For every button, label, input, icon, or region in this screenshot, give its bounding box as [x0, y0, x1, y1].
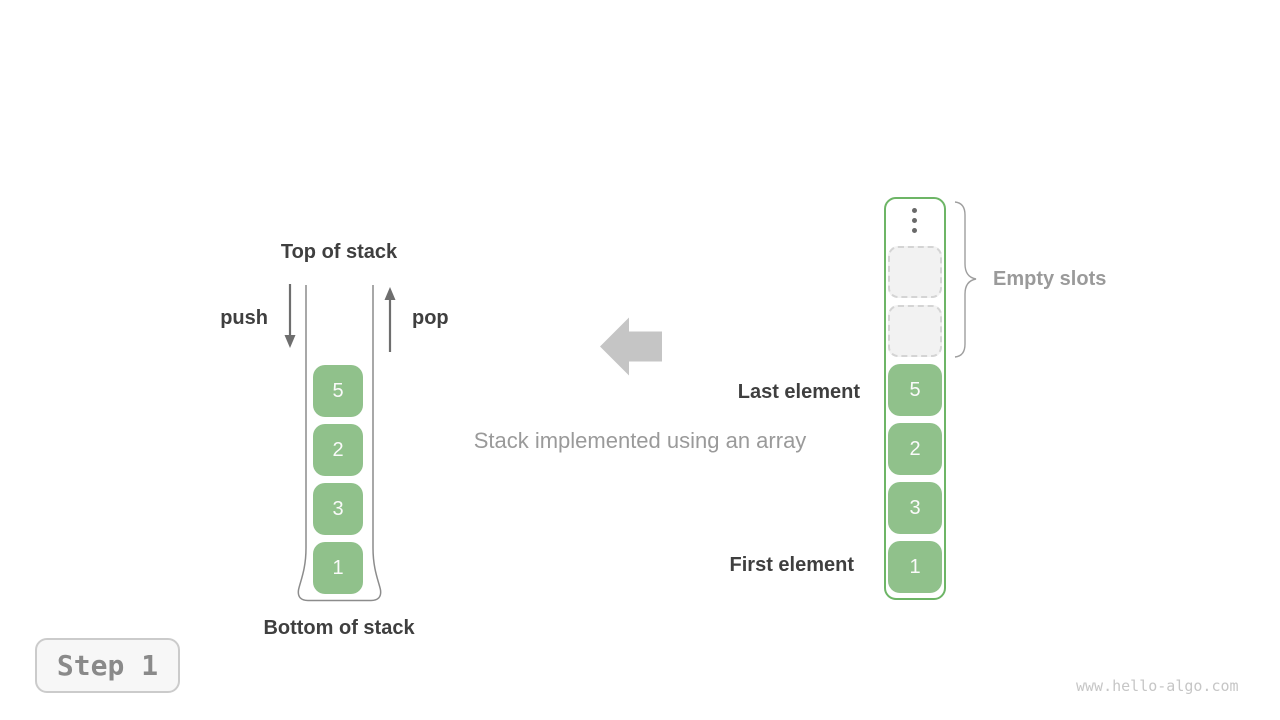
stack-cell: 1	[313, 542, 363, 594]
empty-slot	[888, 246, 942, 298]
left-block-arrow-icon	[600, 317, 662, 376]
first-element-label: First element	[729, 554, 854, 576]
push-label: push	[220, 307, 268, 329]
array-cell: 5	[888, 364, 942, 416]
stack-cell: 2	[313, 424, 363, 476]
right-array-cells: 5 2 3 1	[886, 246, 944, 593]
stack-cell: 5	[313, 365, 363, 417]
bottom-of-stack-label: Bottom of stack	[263, 617, 415, 639]
watermark: www.hello-algo.com	[1076, 677, 1239, 695]
caption: Stack implemented using an array	[473, 428, 807, 453]
dot	[912, 208, 917, 213]
push-down-arrow-icon	[284, 284, 296, 348]
empty-slot	[888, 305, 942, 357]
dot	[912, 218, 917, 223]
top-of-stack-label: Top of stack	[280, 241, 398, 263]
last-element-label: Last element	[737, 381, 860, 403]
array-cell: 2	[888, 423, 942, 475]
empty-slots-brace	[954, 201, 977, 358]
dot	[912, 228, 917, 233]
stack-cell: 3	[313, 483, 363, 535]
ellipsis-dots-icon	[912, 208, 917, 233]
array-cell: 3	[888, 482, 942, 534]
step-label: Step 1	[56, 649, 159, 682]
pop-label: pop	[412, 307, 449, 329]
empty-slots-label: Empty slots	[993, 268, 1107, 290]
pop-up-arrow-icon	[384, 287, 396, 352]
left-stack-cells: 5 2 3 1	[313, 365, 363, 594]
step-badge: Step 1	[35, 638, 180, 693]
array-cell: 1	[888, 541, 942, 593]
